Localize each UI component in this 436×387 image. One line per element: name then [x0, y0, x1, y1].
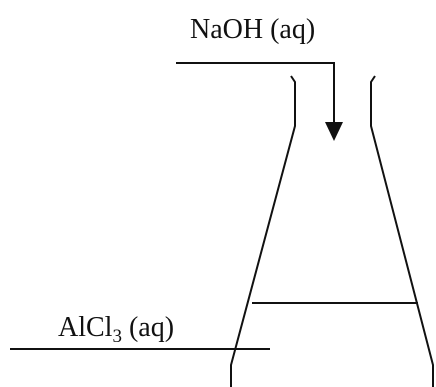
alcl3-formula-suffix: (aq): [122, 312, 174, 343]
alcl3-formula-main: AlCl: [58, 312, 113, 343]
arrow-down-icon: [325, 122, 343, 141]
naoh-label: NaOH (aq): [190, 14, 315, 45]
naoh-pointer-line: [176, 62, 335, 124]
flask-right-wall: [370, 75, 434, 387]
alcl3-formula-subscript: 3: [112, 326, 122, 347]
alcl3-label: AlCl3 (aq): [58, 312, 174, 347]
flask-left-wall: [230, 75, 296, 387]
